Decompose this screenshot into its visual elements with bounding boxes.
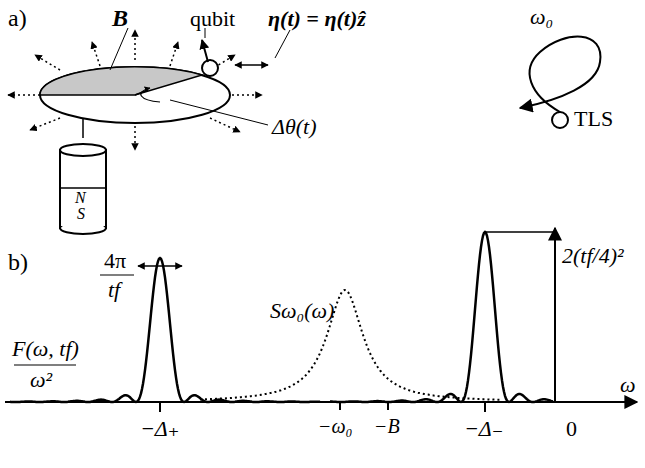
pole-label: S <box>77 206 85 222</box>
noise-spectrum-curve <box>200 290 500 400</box>
pole-label: N <box>75 190 86 206</box>
tick-label: −ω₀ <box>318 416 353 436</box>
tick-label: −Δ₊ <box>140 418 179 440</box>
tick-label: −B <box>374 416 400 436</box>
part-name: qubit <box>190 8 235 30</box>
tick-label: 0 <box>566 418 577 440</box>
fraction-denominator: ω² <box>30 369 52 391</box>
filter-function-curve <box>330 232 553 402</box>
spectrum-label: Sω₀(ω) <box>270 300 334 322</box>
fraction-numerator: F(ω, tf) <box>12 338 79 360</box>
tick-label: −Δ₋ <box>464 418 503 440</box>
frequency-label: ω₀ <box>530 6 553 28</box>
height-label: 2(tf/4)² <box>562 245 624 267</box>
part-name: TLS <box>574 108 613 130</box>
fraction-numerator: 4π <box>104 250 126 272</box>
filter-function-curve <box>10 258 320 402</box>
field-symbol: B <box>112 6 128 30</box>
panel-label: a) <box>8 6 27 30</box>
angle-label: Δθ(t) <box>272 116 316 138</box>
disk-figure <box>8 28 290 234</box>
fraction-denominator: tf <box>108 279 120 301</box>
axis-label: ω <box>620 374 636 396</box>
noise-label: η(t) = η(t)ẑ <box>268 8 366 30</box>
plot-axes <box>5 228 637 412</box>
panel-label: b) <box>8 250 28 274</box>
